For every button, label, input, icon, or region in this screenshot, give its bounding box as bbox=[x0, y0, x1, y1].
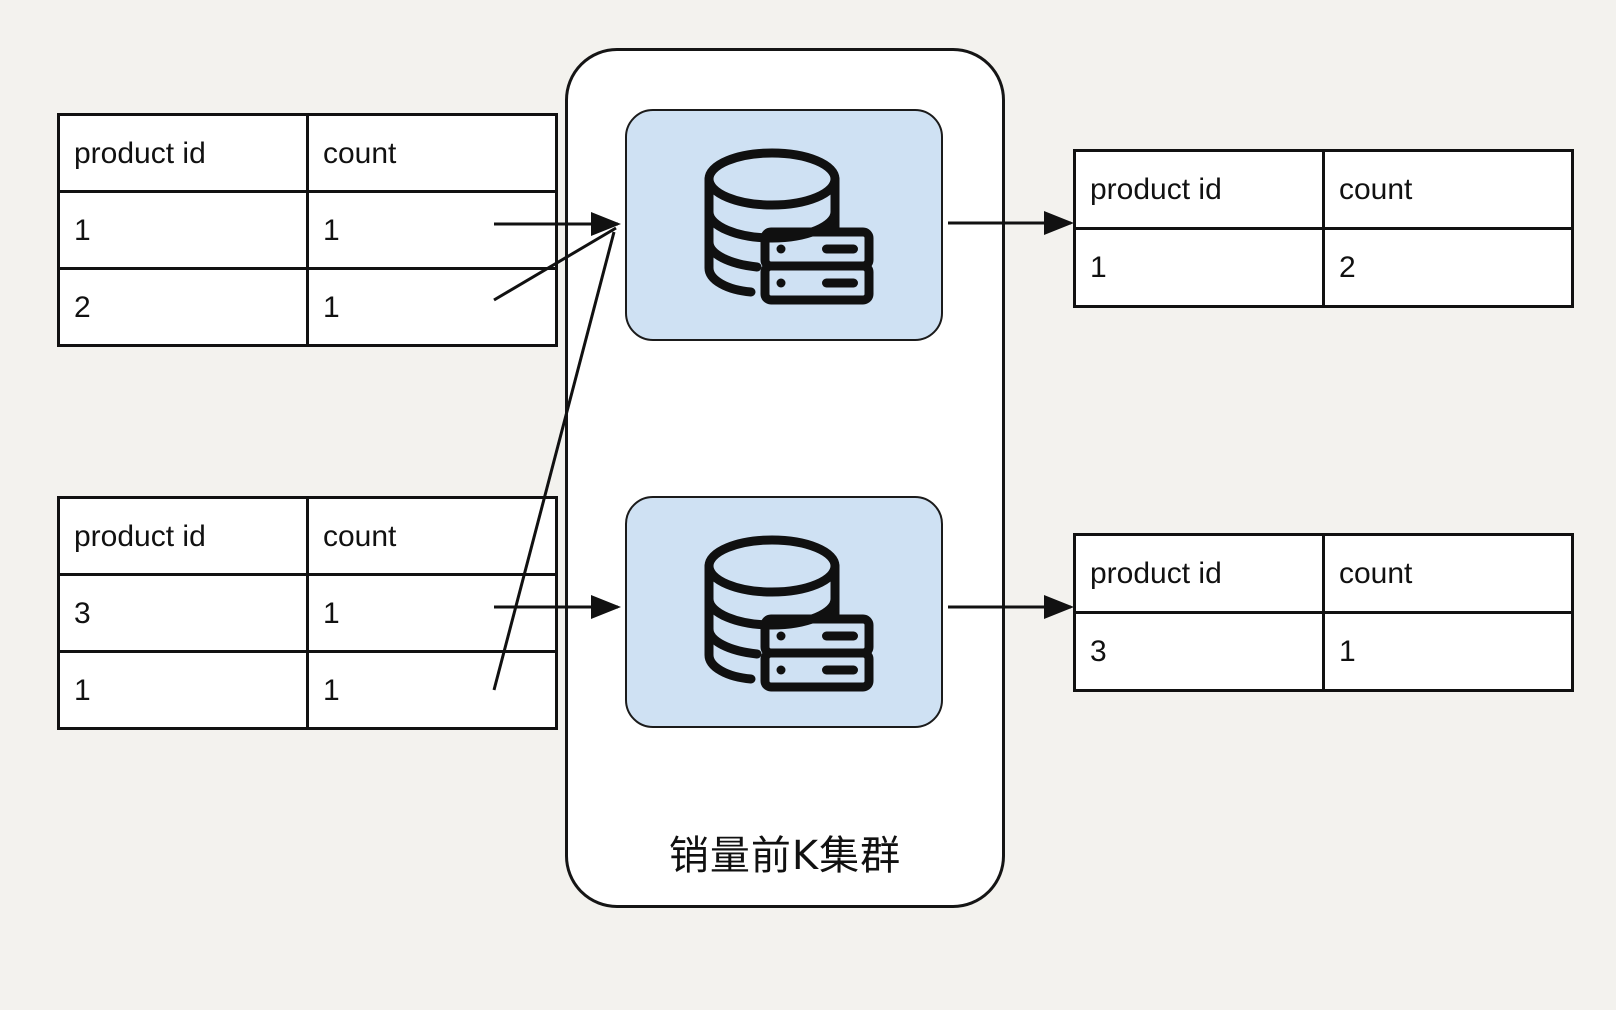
table-row: 3 1 bbox=[57, 573, 558, 653]
table-row: 1 2 bbox=[1073, 227, 1574, 308]
database-server-icon bbox=[704, 148, 874, 305]
cell-count: 1 bbox=[1322, 611, 1574, 692]
database-node-top[interactable] bbox=[625, 109, 943, 341]
table-row: product id count bbox=[1073, 533, 1574, 614]
column-header-count: count bbox=[1322, 149, 1574, 230]
database-node-bottom[interactable] bbox=[625, 496, 943, 728]
column-header-product-id: product id bbox=[1073, 533, 1325, 614]
output-table-b: product id count 3 1 bbox=[1073, 533, 1574, 692]
cell-count: 1 bbox=[306, 650, 558, 730]
column-header-count: count bbox=[306, 496, 558, 576]
table-row: product id count bbox=[57, 496, 558, 576]
input-table-b: product id count 3 1 1 1 bbox=[57, 496, 558, 730]
table-row: 3 1 bbox=[1073, 611, 1574, 692]
output-table-a: product id count 1 2 bbox=[1073, 149, 1574, 308]
table-row: 1 1 bbox=[57, 650, 558, 730]
input-table-a: product id count 1 1 2 1 bbox=[57, 113, 558, 347]
cell-product-id: 1 bbox=[57, 650, 309, 730]
cell-count: 1 bbox=[306, 267, 558, 347]
database-server-icon bbox=[704, 535, 874, 692]
cell-product-id: 2 bbox=[57, 267, 309, 347]
column-header-count: count bbox=[306, 113, 558, 193]
table-row: 2 1 bbox=[57, 267, 558, 347]
table-row: product id count bbox=[1073, 149, 1574, 230]
column-header-product-id: product id bbox=[57, 113, 309, 193]
cell-product-id: 3 bbox=[57, 573, 309, 653]
column-header-product-id: product id bbox=[57, 496, 309, 576]
column-header-count: count bbox=[1322, 533, 1574, 614]
cell-count: 1 bbox=[306, 573, 558, 653]
topk-cluster-container: 销量前K集群 bbox=[565, 48, 1005, 908]
cluster-label: 销量前K集群 bbox=[668, 833, 902, 879]
cell-product-id: 1 bbox=[1073, 227, 1325, 308]
column-header-product-id: product id bbox=[1073, 149, 1325, 230]
table-row: 1 1 bbox=[57, 190, 558, 270]
cell-count: 1 bbox=[306, 190, 558, 270]
table-row: product id count bbox=[57, 113, 558, 193]
cell-count: 2 bbox=[1322, 227, 1574, 308]
cell-product-id: 1 bbox=[57, 190, 309, 270]
cell-product-id: 3 bbox=[1073, 611, 1325, 692]
